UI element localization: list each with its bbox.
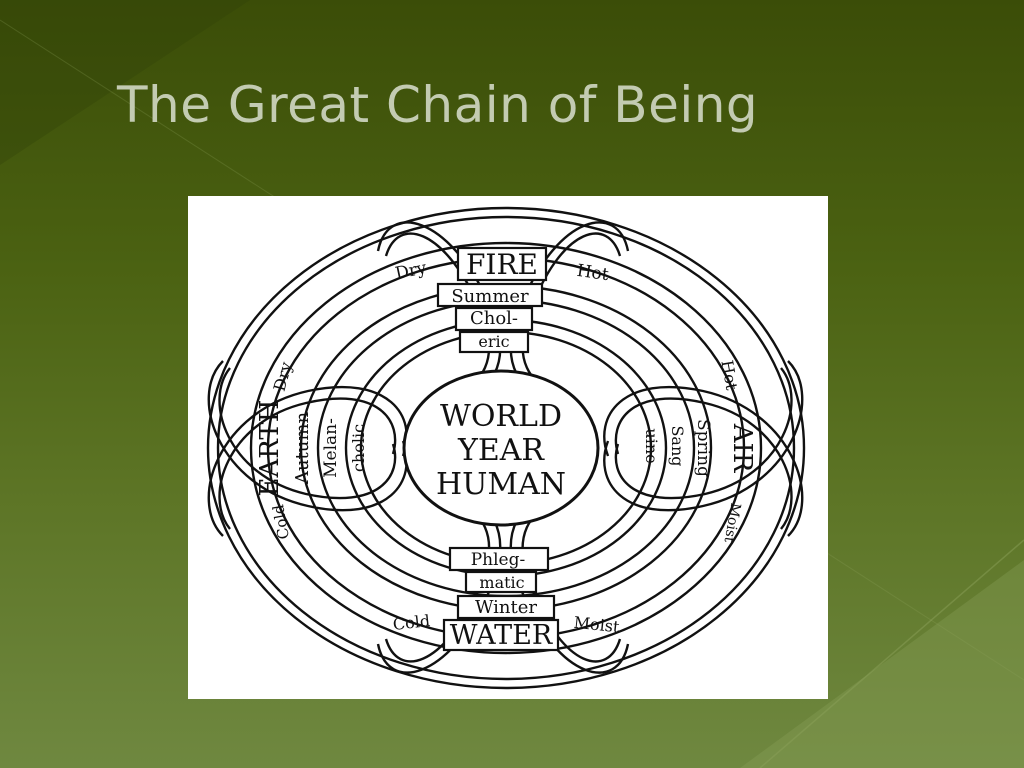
great-chain-diagram: WORLD YEAR HUMAN FIRE Dry Hot Summer Cho… xyxy=(188,196,828,699)
air-humor-label-1: Sang xyxy=(668,425,687,466)
earth-humor-label-2: cholic xyxy=(349,424,368,472)
fire-humor-label-2: eric xyxy=(478,332,509,351)
center-label-human: HUMAN xyxy=(436,467,566,502)
diagram-svg: WORLD YEAR HUMAN FIRE Dry Hot Summer Cho… xyxy=(206,206,806,690)
air-humor-label-2: uine xyxy=(642,428,661,463)
fire-element-label: FIRE xyxy=(466,248,538,281)
air-season-label: Spring xyxy=(693,419,713,477)
water-humor-label-2: matic xyxy=(479,573,524,592)
water-element-label: WATER xyxy=(450,620,553,651)
air-quality-hot: Hot xyxy=(717,359,741,392)
water-season-label: Winter xyxy=(475,597,537,618)
earth-element-label: EARTH xyxy=(255,400,285,497)
center-label-year: YEAR xyxy=(457,433,545,468)
water-quality-cold: Cold xyxy=(392,611,431,634)
water-quality-moist: Moist xyxy=(573,613,621,637)
water-humor-label-1: Phleg- xyxy=(471,550,526,570)
fire-humor-label-1: Chol- xyxy=(470,308,518,329)
earth-quality-cold: Cold xyxy=(269,503,293,541)
air-quality-moist: Moist xyxy=(721,502,744,545)
air-element-label: AIR xyxy=(727,423,757,474)
label-plates xyxy=(436,246,560,652)
center-oval xyxy=(402,369,600,527)
earth-humor-label-1: Melan- xyxy=(321,418,341,478)
slide-title: The Great Chain of Being xyxy=(117,76,759,134)
earth-season-label: Autumn xyxy=(292,412,313,485)
fire-season-label: Summer xyxy=(451,286,529,307)
center-label-world: WORLD xyxy=(440,399,562,434)
fire-quality-hot: Hot xyxy=(576,261,611,285)
